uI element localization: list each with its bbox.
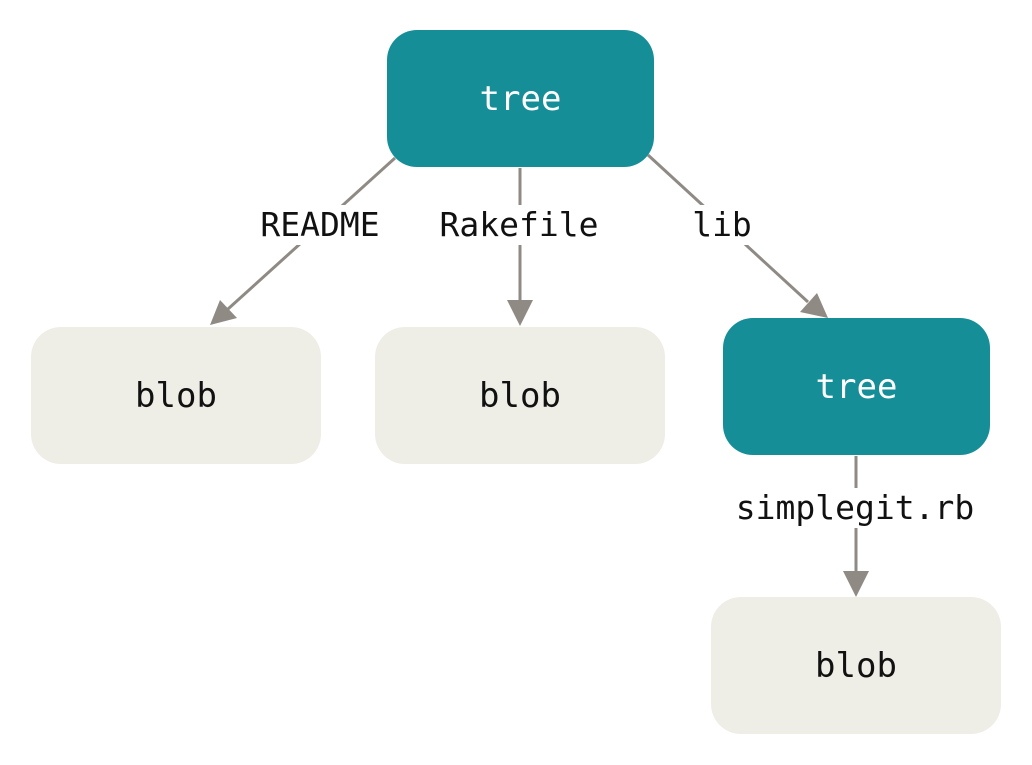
- arrowhead-lib: [800, 293, 828, 318]
- lib-tree-node: tree: [723, 318, 990, 455]
- readme-blob-node: blob: [31, 327, 321, 464]
- edge-label-rakefile: Rakefile: [435, 205, 603, 245]
- rakefile-blob-node: blob: [375, 327, 665, 464]
- simplegit-blob-label: blob: [815, 645, 897, 686]
- simplegit-blob-node: blob: [711, 597, 1001, 734]
- edge-label-lib: lib: [688, 205, 756, 245]
- readme-blob-label: blob: [135, 375, 217, 416]
- root-tree-label: tree: [479, 78, 562, 119]
- root-tree-node: tree: [387, 30, 654, 167]
- edge-label-readme: README: [256, 205, 384, 245]
- arrowhead-simplegit: [843, 571, 869, 597]
- edge-label-simplegit: simplegit.rb: [731, 488, 979, 528]
- arrowhead-rakefile: [507, 300, 533, 326]
- rakefile-blob-label: blob: [479, 375, 561, 416]
- lib-tree-label: tree: [815, 366, 898, 407]
- arrowhead-readme: [210, 300, 237, 325]
